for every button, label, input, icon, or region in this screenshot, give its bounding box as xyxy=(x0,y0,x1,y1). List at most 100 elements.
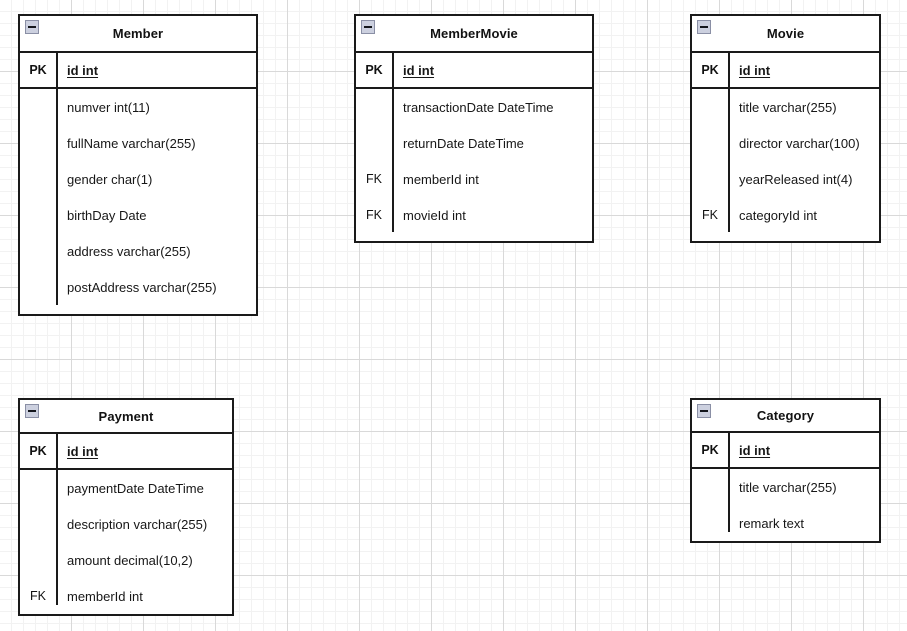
entity-row[interactable]: yearReleased int(4) xyxy=(692,161,879,197)
attribute-label: numver int(11) xyxy=(67,99,150,115)
column-divider xyxy=(728,433,730,467)
column-divider xyxy=(392,53,394,87)
entity-title: Member xyxy=(112,26,164,41)
key-label-none xyxy=(20,89,56,125)
entity-row[interactable]: postAddress varchar(255) xyxy=(20,269,256,305)
minus-square-icon[interactable] xyxy=(697,404,711,418)
key-label-pk: PK xyxy=(365,62,383,77)
attribute-label: memberId int xyxy=(403,171,479,187)
column-divider xyxy=(728,89,730,232)
entity-row[interactable]: FK categoryId int xyxy=(692,197,879,233)
entity-title: Payment xyxy=(98,408,154,424)
entity-row[interactable]: numver int(11) xyxy=(20,89,256,125)
attribute-label: returnDate DateTime xyxy=(403,135,524,151)
key-label-none xyxy=(20,542,56,578)
minus-bar xyxy=(28,410,36,412)
entity-row-primary-key[interactable]: PK id int xyxy=(20,53,256,89)
attribute-label: amount decimal(10,2) xyxy=(67,552,193,568)
entity-row-primary-key[interactable]: PK id int xyxy=(692,433,879,469)
minus-square-icon[interactable] xyxy=(25,404,39,418)
attribute-label: id int xyxy=(67,443,99,459)
key-label-none xyxy=(20,161,56,197)
entity-header-movie: Movie xyxy=(692,16,879,53)
key-label-none xyxy=(20,233,56,269)
key-label-none xyxy=(356,89,392,125)
entity-header-payment: Payment xyxy=(20,400,232,434)
key-label-none xyxy=(692,89,728,125)
minus-square-icon[interactable] xyxy=(25,20,39,34)
minus-square-icon[interactable] xyxy=(697,20,711,34)
entity-row[interactable]: birthDay Date xyxy=(20,197,256,233)
entity-attribute-list: title varchar(255) remark text xyxy=(692,469,879,541)
key-label-none xyxy=(692,125,728,161)
attribute-label: title varchar(255) xyxy=(739,479,837,495)
attribute-label: id int xyxy=(67,62,99,78)
attribute-label: director varchar(100) xyxy=(739,135,860,151)
attribute-label: id int xyxy=(739,62,771,78)
attribute-label: movieId int xyxy=(403,207,466,223)
attribute-label: categoryId int xyxy=(739,207,818,223)
entity-title: MemberMovie xyxy=(430,26,518,41)
entity-row[interactable]: transactionDate DateTime xyxy=(356,89,592,125)
entity-header-membermovie: MemberMovie xyxy=(356,16,592,53)
entity-row-primary-key[interactable]: PK id int xyxy=(356,53,592,89)
entity-row[interactable]: remark text xyxy=(692,505,879,541)
key-label-none xyxy=(692,505,728,541)
entity-row[interactable]: fullName varchar(255) xyxy=(20,125,256,161)
entity-row[interactable]: director varchar(100) xyxy=(692,125,879,161)
entity-title: Category xyxy=(756,408,815,423)
minus-bar xyxy=(364,26,372,28)
minus-square-icon[interactable] xyxy=(361,20,375,34)
key-label-none xyxy=(20,470,56,506)
key-label-none xyxy=(20,197,56,233)
attribute-label: description varchar(255) xyxy=(67,516,208,532)
entity-row[interactable]: paymentDate DateTime xyxy=(20,470,232,506)
attribute-label: memberId int xyxy=(67,588,143,604)
entity-row[interactable]: title varchar(255) xyxy=(692,469,879,505)
minus-bar xyxy=(28,26,36,28)
attribute-label: title varchar(255) xyxy=(739,99,837,115)
attribute-label: id int xyxy=(739,442,771,458)
column-divider xyxy=(56,89,58,305)
entity-row[interactable]: address varchar(255) xyxy=(20,233,256,269)
key-label-pk: PK xyxy=(701,442,719,457)
entity-row[interactable]: FK memberId int xyxy=(356,161,592,197)
entity-row-primary-key[interactable]: PK id int xyxy=(692,53,879,89)
entity-attribute-list: numver int(11) fullName varchar(255) gende… xyxy=(20,89,256,314)
entity-row[interactable]: FK memberId int xyxy=(20,578,232,614)
column-divider xyxy=(56,434,58,468)
key-label-pk: PK xyxy=(701,62,719,77)
key-label-fk: FK xyxy=(366,171,382,186)
column-divider xyxy=(728,469,730,532)
attribute-label: gender char(1) xyxy=(67,171,153,187)
entity-header-member: Member xyxy=(20,16,256,53)
entity-attribute-list: paymentDate DateTime description varchar(… xyxy=(20,470,232,614)
key-label-none xyxy=(692,469,728,505)
key-label-none xyxy=(20,269,56,305)
key-label-fk: FK xyxy=(702,207,718,222)
entity-row[interactable]: description varchar(255) xyxy=(20,506,232,542)
entity-row[interactable]: gender char(1) xyxy=(20,161,256,197)
attribute-label: address varchar(255) xyxy=(67,243,191,259)
entity-attribute-list: transactionDate DateTime returnDate DateT… xyxy=(356,89,592,241)
entity-attribute-list: title varchar(255) director varchar(100) y… xyxy=(692,89,879,241)
key-label-none xyxy=(692,161,728,197)
key-label-pk: PK xyxy=(29,62,47,77)
attribute-label: id int xyxy=(403,62,435,78)
key-label-fk: FK xyxy=(30,588,46,603)
minus-bar xyxy=(700,26,708,28)
entity-row[interactable]: amount decimal(10,2) xyxy=(20,542,232,578)
entity-row[interactable]: title varchar(255) xyxy=(692,89,879,125)
attribute-label: postAddress varchar(255) xyxy=(67,279,217,295)
column-divider xyxy=(56,470,58,605)
entity-row[interactable]: returnDate DateTime xyxy=(356,125,592,161)
attribute-label: transactionDate DateTime xyxy=(403,99,554,115)
